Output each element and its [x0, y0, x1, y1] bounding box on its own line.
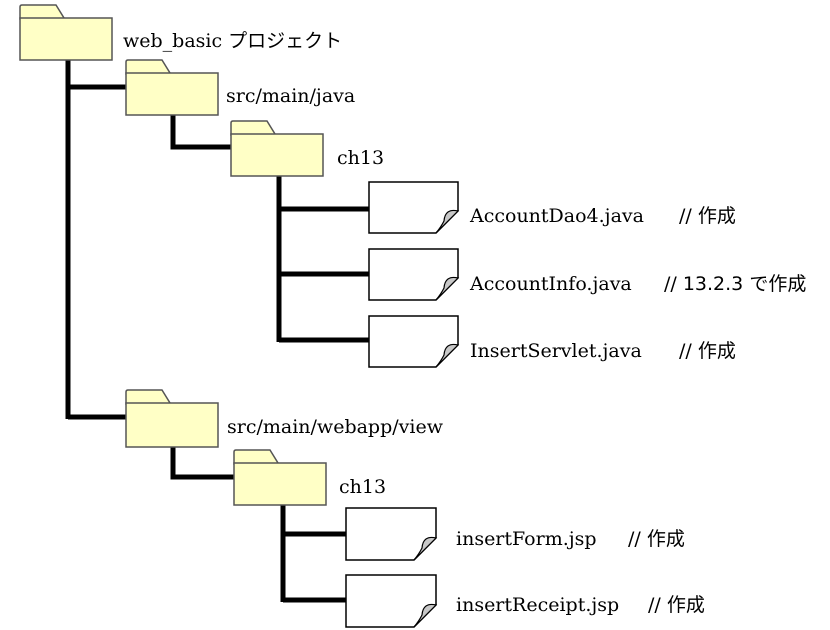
connector-java-src-ch13 [170, 113, 233, 150]
file-curl [413, 603, 438, 628]
file-name: InsertServlet.java [470, 340, 642, 362]
folder-body [230, 133, 324, 177]
folder-body [19, 17, 113, 61]
tree-connectors [65, 58, 370, 603]
view-src-folder-label[interactable]: src/main/webapp/view [227, 416, 444, 438]
file-entry-account-dao4[interactable]: AccountDao4.java // 作成 [469, 205, 736, 227]
file-name: insertForm.jsp [456, 528, 597, 550]
file-curl [435, 343, 460, 368]
connector-ch13-view-files [280, 505, 347, 603]
folder-tab [230, 120, 276, 136]
view-ch13-folder-label[interactable]: ch13 [339, 476, 386, 498]
file-curl [435, 276, 460, 301]
connector-ch13-java-files [276, 175, 370, 343]
file-icon[interactable] [368, 315, 460, 368]
file-sheet [368, 248, 459, 301]
folder-tab [125, 389, 171, 405]
file-entry-account-info[interactable]: AccountInfo.java // 13.2.3 で作成 [469, 273, 806, 295]
folder-tab [125, 59, 171, 75]
connector-root-children [65, 58, 128, 420]
file-icon[interactable] [345, 574, 438, 628]
file-note: // 13.2.3 で作成 [664, 273, 806, 295]
file-note: // 作成 [628, 528, 685, 550]
root-folder-label[interactable]: web_basic プロジェクト [123, 30, 342, 52]
folder-icon[interactable] [125, 389, 219, 448]
file-entry-insert-receipt[interactable]: insertReceipt.jsp // 作成 [456, 594, 705, 616]
connector-view-src-ch13 [170, 445, 236, 480]
file-note: // 作成 [648, 594, 705, 616]
file-icon[interactable] [368, 248, 460, 301]
folder-body [125, 402, 219, 448]
folder-icon[interactable] [230, 120, 324, 177]
file-curl [435, 209, 460, 234]
file-name: insertReceipt.jsp [456, 594, 619, 616]
file-entry-insert-form[interactable]: insertForm.jsp // 作成 [456, 528, 685, 550]
folder-icon[interactable] [125, 59, 219, 116]
folder-body [233, 462, 327, 506]
folder-tab [19, 4, 65, 20]
file-sheet [368, 315, 459, 368]
file-name: AccountInfo.java [469, 273, 632, 295]
file-curl [413, 536, 438, 561]
file-icon[interactable] [368, 181, 460, 234]
java-src-folder-label[interactable]: src/main/java [226, 85, 355, 107]
java-ch13-folder-label[interactable]: ch13 [337, 147, 384, 169]
file-name: AccountDao4.java [469, 205, 644, 227]
file-icon[interactable] [345, 507, 438, 561]
file-sheet [368, 181, 459, 234]
file-entry-insert-servlet[interactable]: InsertServlet.java // 作成 [470, 340, 736, 362]
file-note: // 作成 [679, 205, 736, 227]
folder-body [125, 72, 219, 116]
folder-tab [233, 449, 279, 465]
folder-icon[interactable] [233, 449, 327, 506]
file-note: // 作成 [679, 340, 736, 362]
folder-icon[interactable] [19, 4, 113, 61]
